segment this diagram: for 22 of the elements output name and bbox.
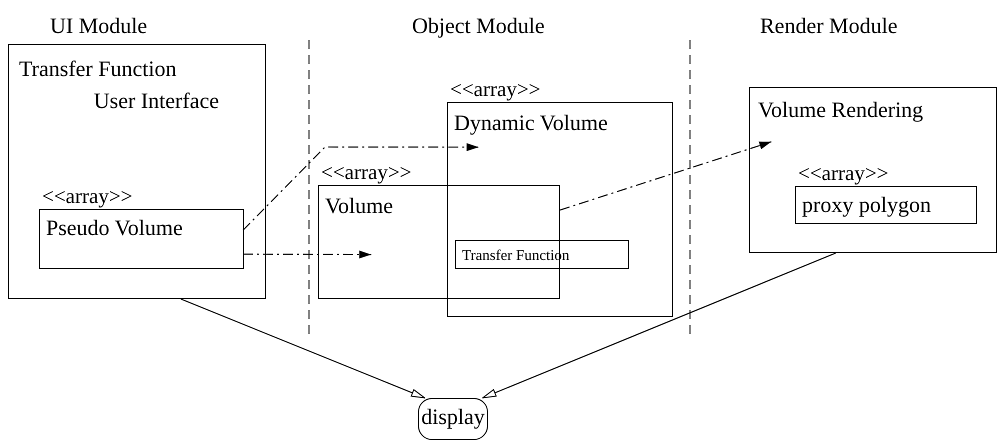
box-title: Transfer Function User Interface [19,55,219,115]
arrow [180,298,426,398]
module-label: UI Module [50,12,148,40]
stereotype-label: <<array>> [42,183,133,209]
stereotype-label: <<array>> [450,76,541,102]
box-title: Pseudo Volume [46,214,183,242]
terminal-box [418,398,488,440]
box-title: Volume [325,192,394,220]
arrow [560,141,772,211]
stereotype-label: <<array>> [321,159,412,185]
module-box [749,87,997,253]
arrow [242,143,479,231]
box-title: Dynamic Volume [454,109,608,137]
box-title: proxy polygon [802,191,931,219]
box-title: display [420,403,486,431]
arrow [243,250,372,258]
box-title: Volume Rendering [758,96,924,124]
arrow [482,252,836,398]
module-box [8,44,266,299]
module-label: Render Module [760,12,898,40]
module-label: Object Module [412,12,545,40]
stereotype-label: <<array>> [798,160,889,186]
